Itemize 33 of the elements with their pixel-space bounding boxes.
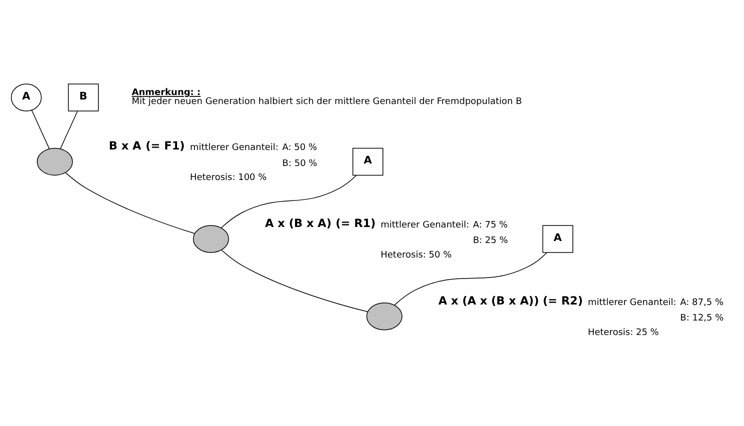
node-box: B: [68, 83, 99, 111]
node-label: mittlerer Genanteil:: [380, 220, 470, 230]
node-label: Heterosis: 100 %: [190, 172, 267, 183]
node-label: A: 75 %: [472, 220, 508, 230]
node-label: A x (A x (B x A)): [438, 294, 539, 307]
node-label: A: 87,5 %: [680, 297, 724, 308]
node-circle: [36, 147, 73, 176]
node-ellipse: A: [10, 83, 42, 111]
node-circle: [366, 302, 402, 330]
node-label: B: 50 %: [282, 158, 318, 168]
node-box: A: [542, 224, 574, 252]
connector: [221, 249, 368, 312]
node-label: (= R1): [336, 216, 376, 230]
node-label: (= R2): [542, 294, 583, 307]
node-box: A: [352, 147, 384, 176]
node-label: B: 25 %: [472, 236, 508, 246]
node-label: (= F1): [146, 139, 185, 152]
node-label: mittlerer Genanteil:: [190, 142, 278, 153]
node-label: Heterosis: 25 %: [588, 327, 659, 338]
node-label: mittlerer Genanteil:: [588, 297, 676, 308]
connector: [394, 252, 548, 305]
node-label: A: 50 %: [282, 142, 318, 153]
node-label: Heterosis: 50 %: [380, 250, 452, 260]
node-label: B x A: [108, 139, 142, 152]
label: Mit jeder neuen Generation halbiert sich der mittlere Genanteil der Fremdpopulation B: [132, 96, 522, 106]
node-label: B: 12,5 %: [680, 313, 724, 324]
connector: [220, 174, 357, 228]
label: Anmerkung: :: [132, 87, 201, 98]
node-circle: [192, 224, 229, 252]
connector: [60, 110, 78, 149]
connector: [31, 109, 50, 149]
connector: [65, 172, 196, 234]
node-label: A x (B x A): [265, 216, 332, 230]
